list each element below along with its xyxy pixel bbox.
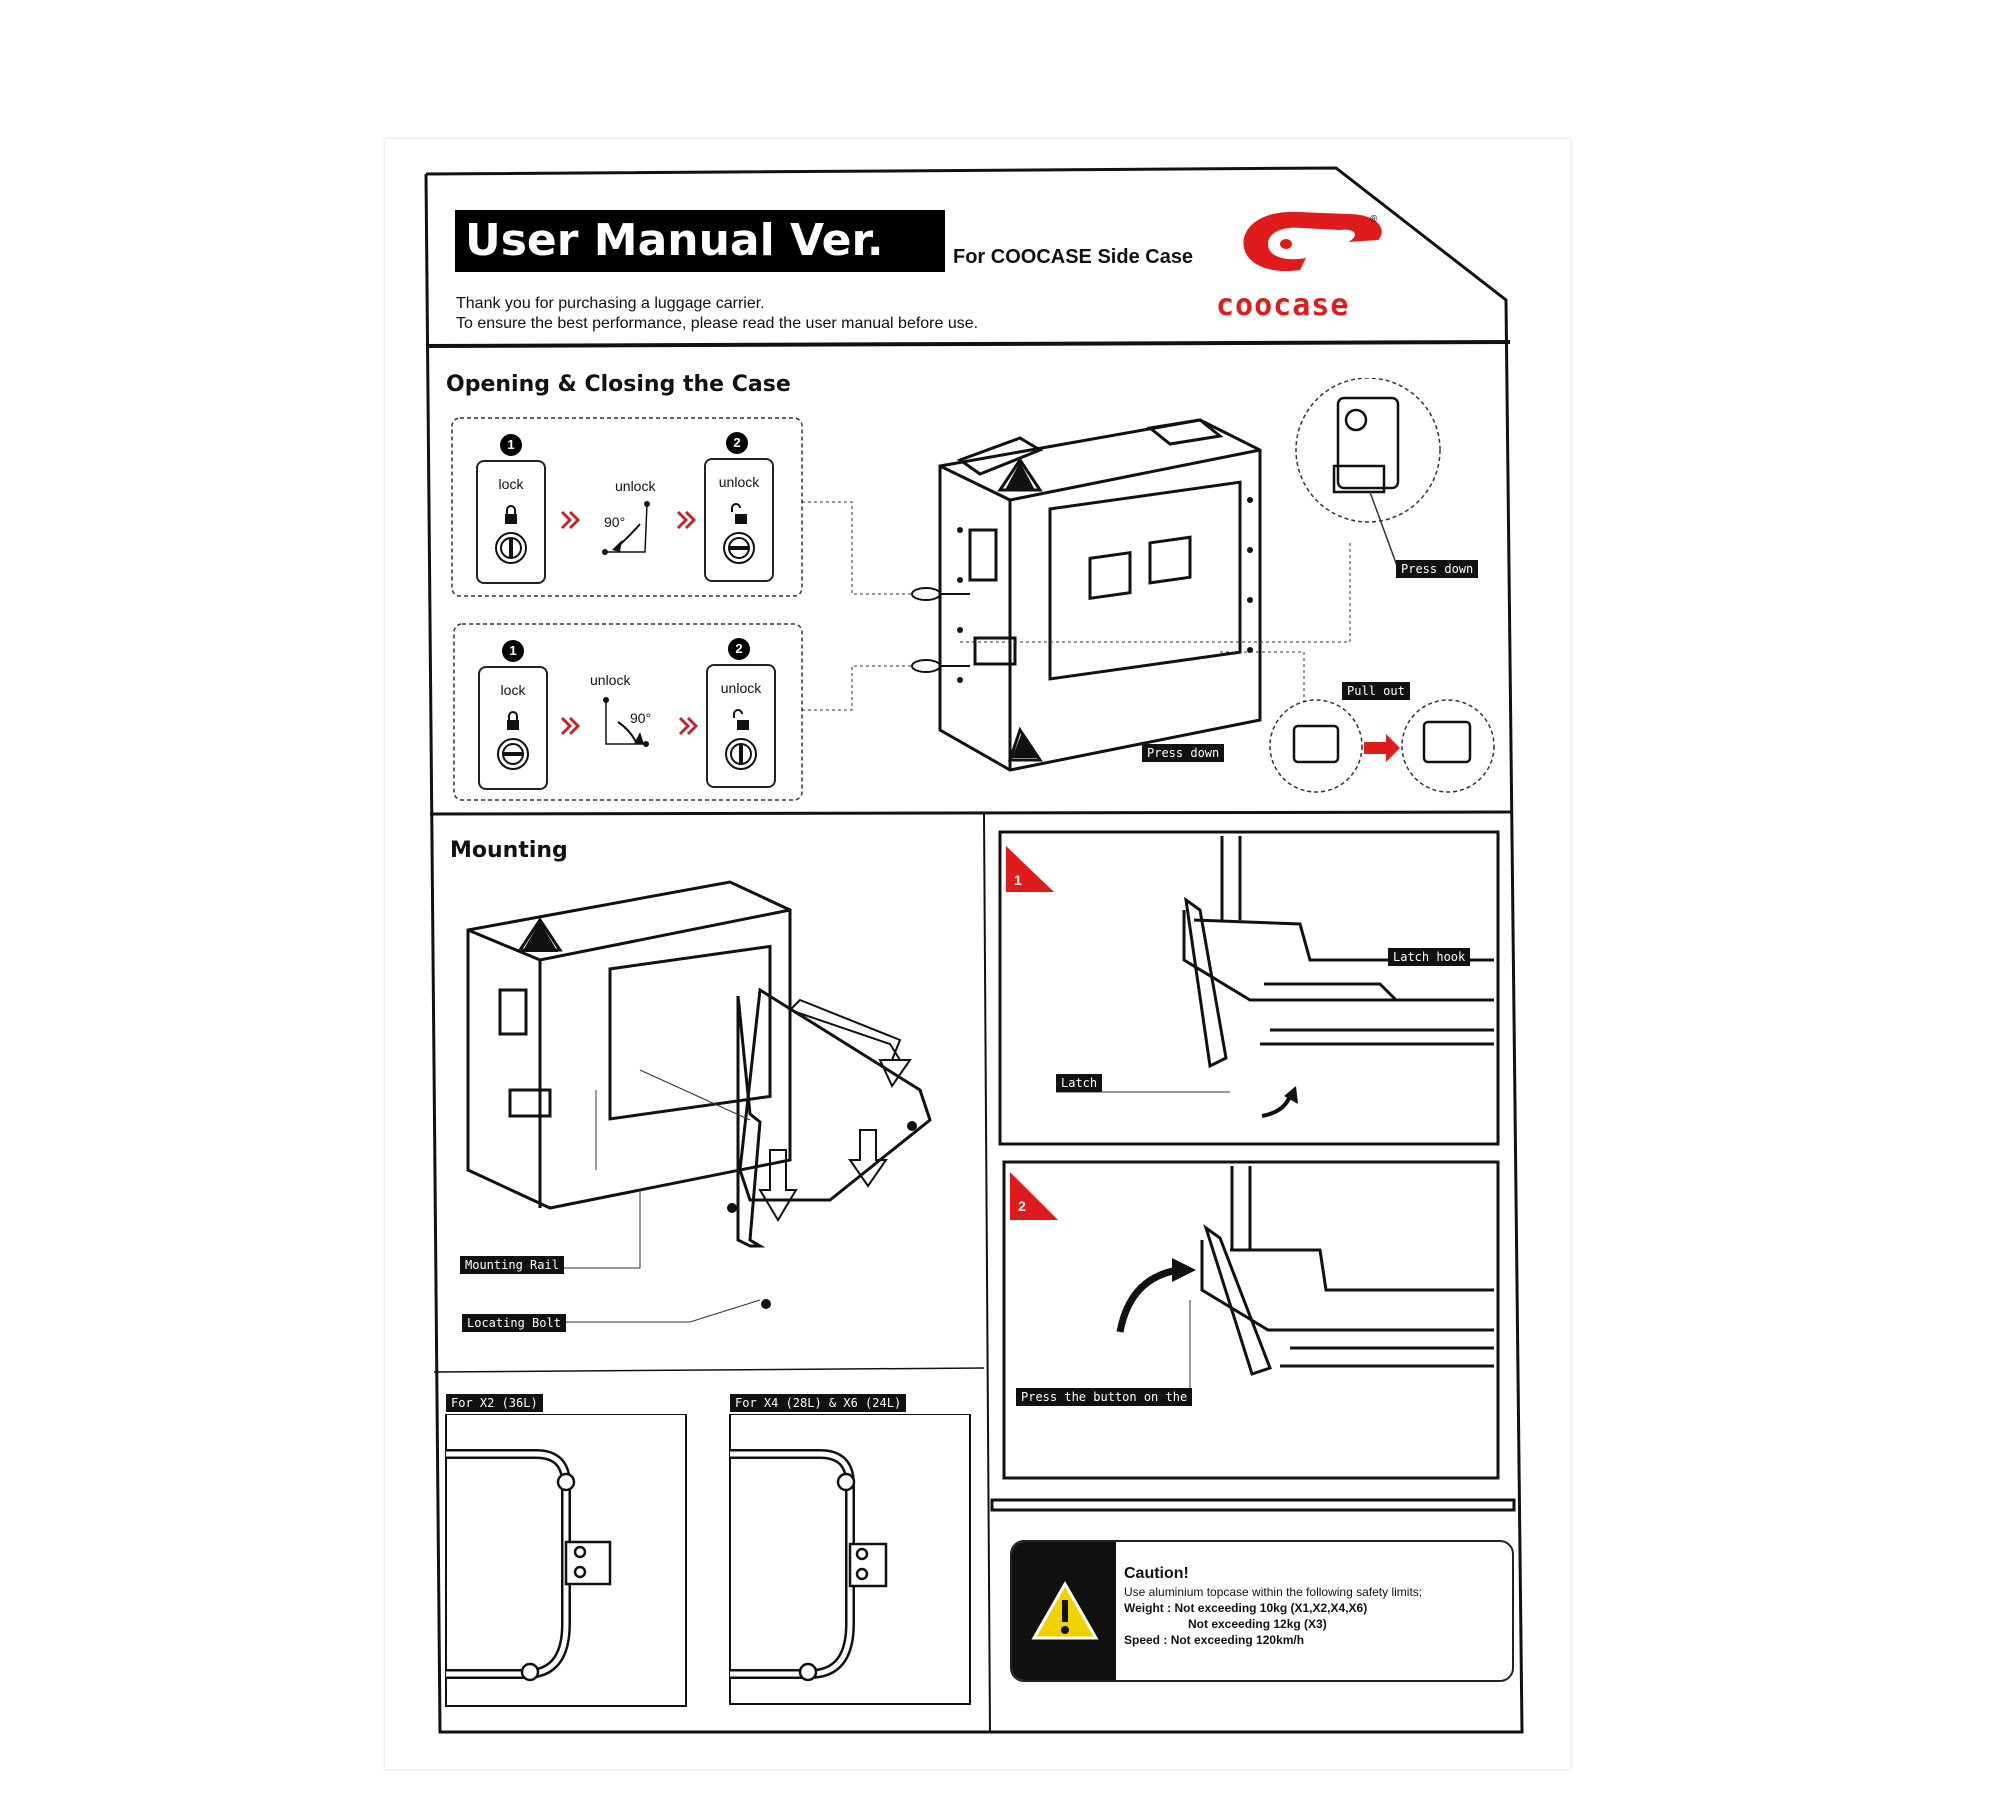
caution-text: Caution! Use aluminium topcase within th… <box>1124 1564 1422 1648</box>
caution-box: Caution! Use aluminium topcase within th… <box>1010 1540 1514 1682</box>
press-down-top-label: Press down <box>1396 560 1479 578</box>
title-main: User Manual Ver. <box>465 215 884 266</box>
panel2-angle: 90° <box>630 710 652 726</box>
panel1-angle: 90° <box>604 514 626 530</box>
opening-heading: Opening & Closing the Case <box>446 372 791 397</box>
panel2-step-1: 1 <box>502 640 524 662</box>
panel1-unlock-card: unlock <box>704 458 774 582</box>
mounting-illustration <box>466 880 932 1323</box>
coocase-logo-icon: ® <box>1243 211 1382 272</box>
intro-line-1: Thank you for purchasing a luggage carri… <box>456 295 765 312</box>
warning-triangle-icon <box>1031 1580 1099 1640</box>
caution-line-1: Use aluminium topcase within the followi… <box>1124 1585 1423 1599</box>
rail-variants-illustration <box>445 1414 971 1707</box>
latch-detail-bottom <box>1269 699 1495 793</box>
panel2-middle-label: unlock <box>590 672 631 688</box>
step2-number: 2 <box>1018 1198 1026 1214</box>
step1-number: 1 <box>1014 872 1022 888</box>
latch-hook-label: Latch hook <box>1388 948 1471 966</box>
padlock-open-icon <box>725 709 757 770</box>
locating-bolt-label: Locating Bolt <box>462 1314 566 1332</box>
caution-panel <box>1012 1542 1116 1680</box>
for-x4-x6-label: For X4 (28L) & X6 (24L) <box>730 1394 907 1412</box>
for-x2-label: For X2 (36L) <box>446 1394 543 1412</box>
brand-mark: ® <box>1370 214 1378 225</box>
intro-text: Thank you for purchasing a luggage carri… <box>456 294 978 334</box>
panel1-step-2: 2 <box>726 432 748 454</box>
padlock-closed-icon <box>495 505 527 564</box>
panel1-unlock-label: unlock <box>718 474 760 490</box>
side-case-illustration <box>911 418 1351 772</box>
press-button-label: Press the button on the <box>1016 1388 1193 1406</box>
manual-title: User Manual Ver. 2.0 <box>455 210 945 332</box>
intro-line-2: To ensure the best performance, please r… <box>456 315 979 332</box>
latch-detail-top <box>1295 378 1441 575</box>
padlock-open-icon <box>723 503 755 564</box>
weight-limit-2: Not exceeding 12kg (X3) <box>1188 1617 1327 1631</box>
latch-label: Latch <box>1056 1074 1103 1092</box>
padlock-closed-icon <box>497 711 529 770</box>
panel2-unlock-card: unlock <box>706 664 776 788</box>
panel2-lock-card: lock <box>478 666 548 790</box>
mounting-rail-label: Mounting Rail <box>460 1256 564 1274</box>
weight-label: Weight : <box>1124 1601 1172 1615</box>
panel2-lock-label: lock <box>500 682 526 698</box>
pull-out-label: Pull out <box>1342 682 1410 700</box>
panel2-unlock-label: unlock <box>720 680 762 696</box>
caution-title: Caution! <box>1124 1565 1189 1582</box>
title-version: 2.0 <box>465 274 554 332</box>
mounting-heading: Mounting <box>450 838 568 863</box>
panel1-lock-card: lock <box>476 460 546 584</box>
manual-subtitle: For COOCASE Side Case <box>953 246 1194 268</box>
panel1-lock-label: lock <box>498 476 524 492</box>
weight-limit-1: Not exceeding 10kg (X1,X2,X4,X6) <box>1174 1601 1368 1615</box>
press-down-bottom-label: Press down <box>1142 744 1225 762</box>
brand-name: coocase <box>1216 288 1350 323</box>
speed-label: Speed : <box>1124 1633 1168 1647</box>
speed-limit: Not exceeding 120km/h <box>1170 1633 1305 1647</box>
panel2-step-2: 2 <box>728 638 750 660</box>
panel1-step-1: 1 <box>500 434 522 456</box>
panel1-middle-label: unlock <box>615 478 656 494</box>
